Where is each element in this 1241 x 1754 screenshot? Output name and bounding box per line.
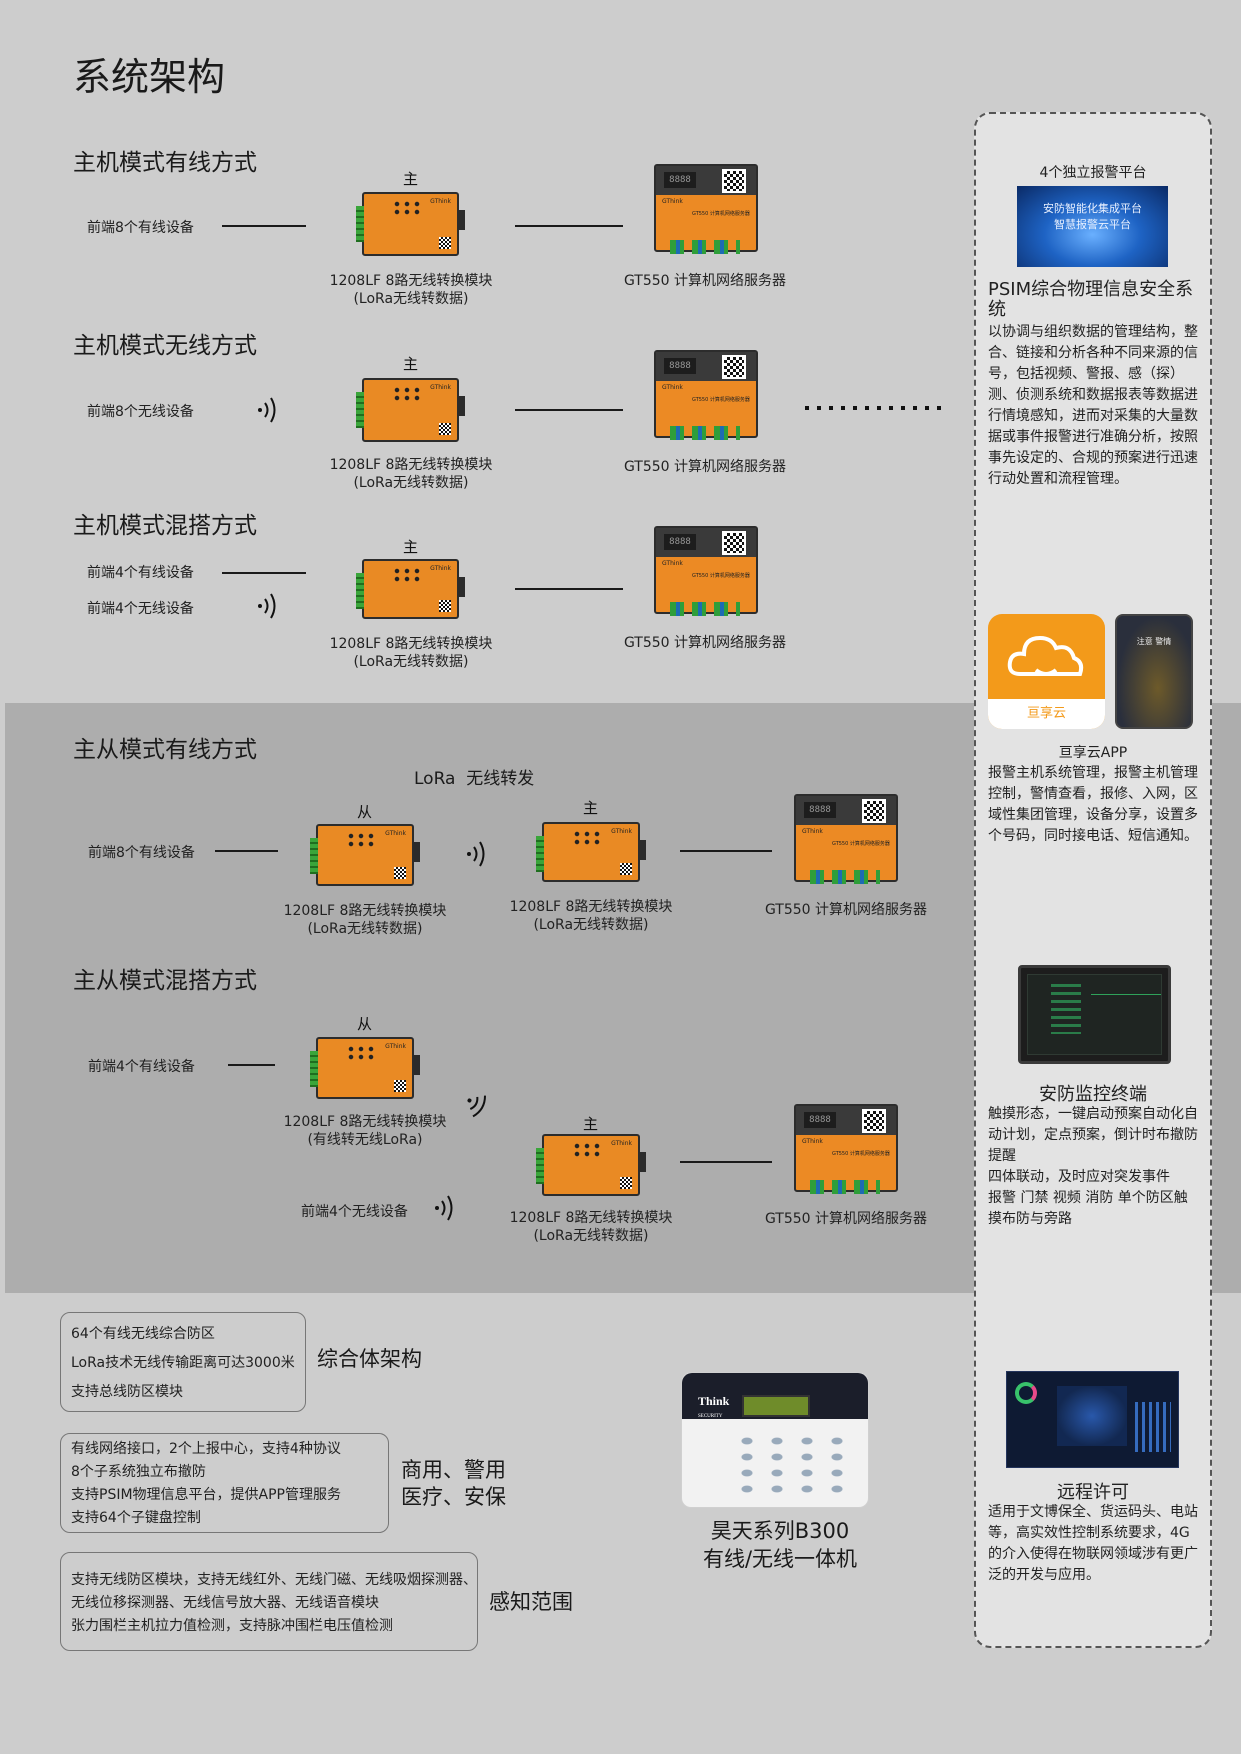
lora-module-device: GThink [356, 378, 465, 442]
master-label: 主 [583, 1115, 599, 1133]
front-devices-label: 前端4个有线设备 [88, 1059, 195, 1075]
lora-module-device-slave: GThink [310, 1037, 420, 1099]
wireless-signal-icon [258, 397, 276, 423]
module-caption: 1208LF 8路无线转换模块(LoRa无线转数据) [283, 903, 447, 937]
server-caption: GT550 计算机网络服务器 [623, 273, 787, 289]
wireless-signal-icon [467, 841, 485, 867]
slave-label: 从 [357, 1015, 373, 1033]
front-devices-label: 前端8个有线设备 [87, 220, 194, 236]
platform-banner-image: 安防智能化集成平台 智慧报警云平台 [1017, 186, 1168, 267]
lora-module-device-master: GThink [536, 1134, 646, 1196]
wired-link [515, 225, 623, 227]
applications-label: 商用、警用医疗、安保 [401, 1458, 506, 1509]
phone-screenshot: 注意 警情 [1115, 614, 1193, 729]
platform-title: 4个独立报警平台 [1039, 165, 1147, 181]
psim-description: 以协调与组织数据的管理结构，整合、链接和分析各种不同来源的信号，包括视频、警报、… [988, 324, 1198, 487]
wireless-signal-icon [467, 1095, 487, 1118]
section-title-host-wireless: 主机模式无线方式 [73, 333, 257, 359]
lora-module-device: GThink [356, 192, 465, 256]
wired-link [222, 572, 306, 574]
module-caption: 1208LF 8路无线转换模块(LoRa无线转数据) [329, 457, 493, 491]
server-caption: GT550 计算机网络服务器 [764, 1211, 928, 1227]
front-devices-label: 前端4个有线设备 [87, 565, 194, 581]
remote-dashboard-image [1006, 1371, 1179, 1468]
front-devices-label: 前端8个无线设备 [87, 404, 194, 420]
lora-relay-label: LoRa 无线转发 [414, 769, 535, 789]
server-caption: GT550 计算机网络服务器 [623, 459, 787, 475]
wired-link [680, 1161, 772, 1163]
app-icon[interactable]: 亘享云 [988, 614, 1105, 729]
master-label: 主 [403, 170, 419, 188]
section-title-master-slave-mixed: 主从模式混搭方式 [73, 968, 257, 994]
slave-label: 从 [357, 803, 373, 821]
wired-link [515, 588, 623, 590]
wired-link [222, 225, 306, 227]
wired-link [215, 850, 278, 852]
lora-module-device-slave: GThink [310, 824, 420, 886]
master-label: 主 [403, 538, 419, 556]
app-title: 亘享云APP [1058, 745, 1128, 761]
page-title: 系统架构 [73, 55, 226, 99]
lora-module-device-master: GThink [536, 822, 646, 882]
front-devices-label: 前端4个无线设备 [87, 601, 194, 617]
module-caption: 1208LF 8路无线转换模块(LoRa无线转数据) [509, 1210, 673, 1244]
front-devices-label: 前端4个无线设备 [301, 1204, 408, 1220]
wired-link [228, 1064, 275, 1066]
module-caption: 1208LF 8路无线转换模块(LoRa无线转数据) [329, 273, 493, 307]
sensing-label: 感知范围 [489, 1590, 573, 1614]
wireless-signal-icon [258, 593, 276, 619]
monitoring-terminal-image [1018, 965, 1171, 1064]
section-title-host-mixed: 主机模式混搭方式 [73, 513, 257, 539]
wireless-signal-icon [435, 1195, 453, 1221]
module-caption: 1208LF 8路无线转换模块(LoRa无线转数据) [509, 899, 673, 933]
master-label: 主 [403, 355, 419, 373]
architecture-label: 综合体架构 [317, 1347, 422, 1371]
section-title-master-slave-wired: 主从模式有线方式 [73, 737, 257, 763]
terminal-description: 触摸形态，一键启动预案自动化自动计划，定点预案，倒计时布撤防提醒 四体联动，及时… [988, 1106, 1198, 1227]
module-caption: 1208LF 8路无线转换模块(LoRa无线转数据) [329, 636, 493, 670]
section-title-host-wired: 主机模式有线方式 [73, 150, 257, 176]
server-caption: GT550 计算机网络服务器 [623, 635, 787, 651]
master-label: 主 [583, 799, 599, 817]
remote-title: 远程许可 [1057, 1482, 1129, 1503]
wired-link [515, 409, 623, 411]
lora-module-device: GThink [356, 559, 465, 619]
remote-description: 适用于文博保全、货运码头、电站等，高实效性控制系统要求，4G的介入使得在物联网领… [988, 1504, 1198, 1583]
module-caption: 1208LF 8路无线转换模块(有线转无线LoRa) [283, 1114, 447, 1148]
wired-link [680, 850, 772, 852]
front-devices-label: 前端8个有线设备 [88, 845, 195, 861]
dotted-connection-line [805, 406, 941, 410]
feature-box-sensing: 支持无线防区模块，支持无线红外、无线门磁、无线吸烟探测器、无线位移探测器、无线信… [60, 1552, 478, 1651]
psim-title: PSIM综合物理信息安全系统 [988, 279, 1194, 320]
terminal-title: 安防监控终端 [1039, 1084, 1147, 1105]
server-caption: GT550 计算机网络服务器 [764, 902, 928, 918]
app-description: 报警主机系统管理，报警主机管理控制，警情查看，报修、入网，区域性集团管理，设备分… [988, 765, 1198, 844]
